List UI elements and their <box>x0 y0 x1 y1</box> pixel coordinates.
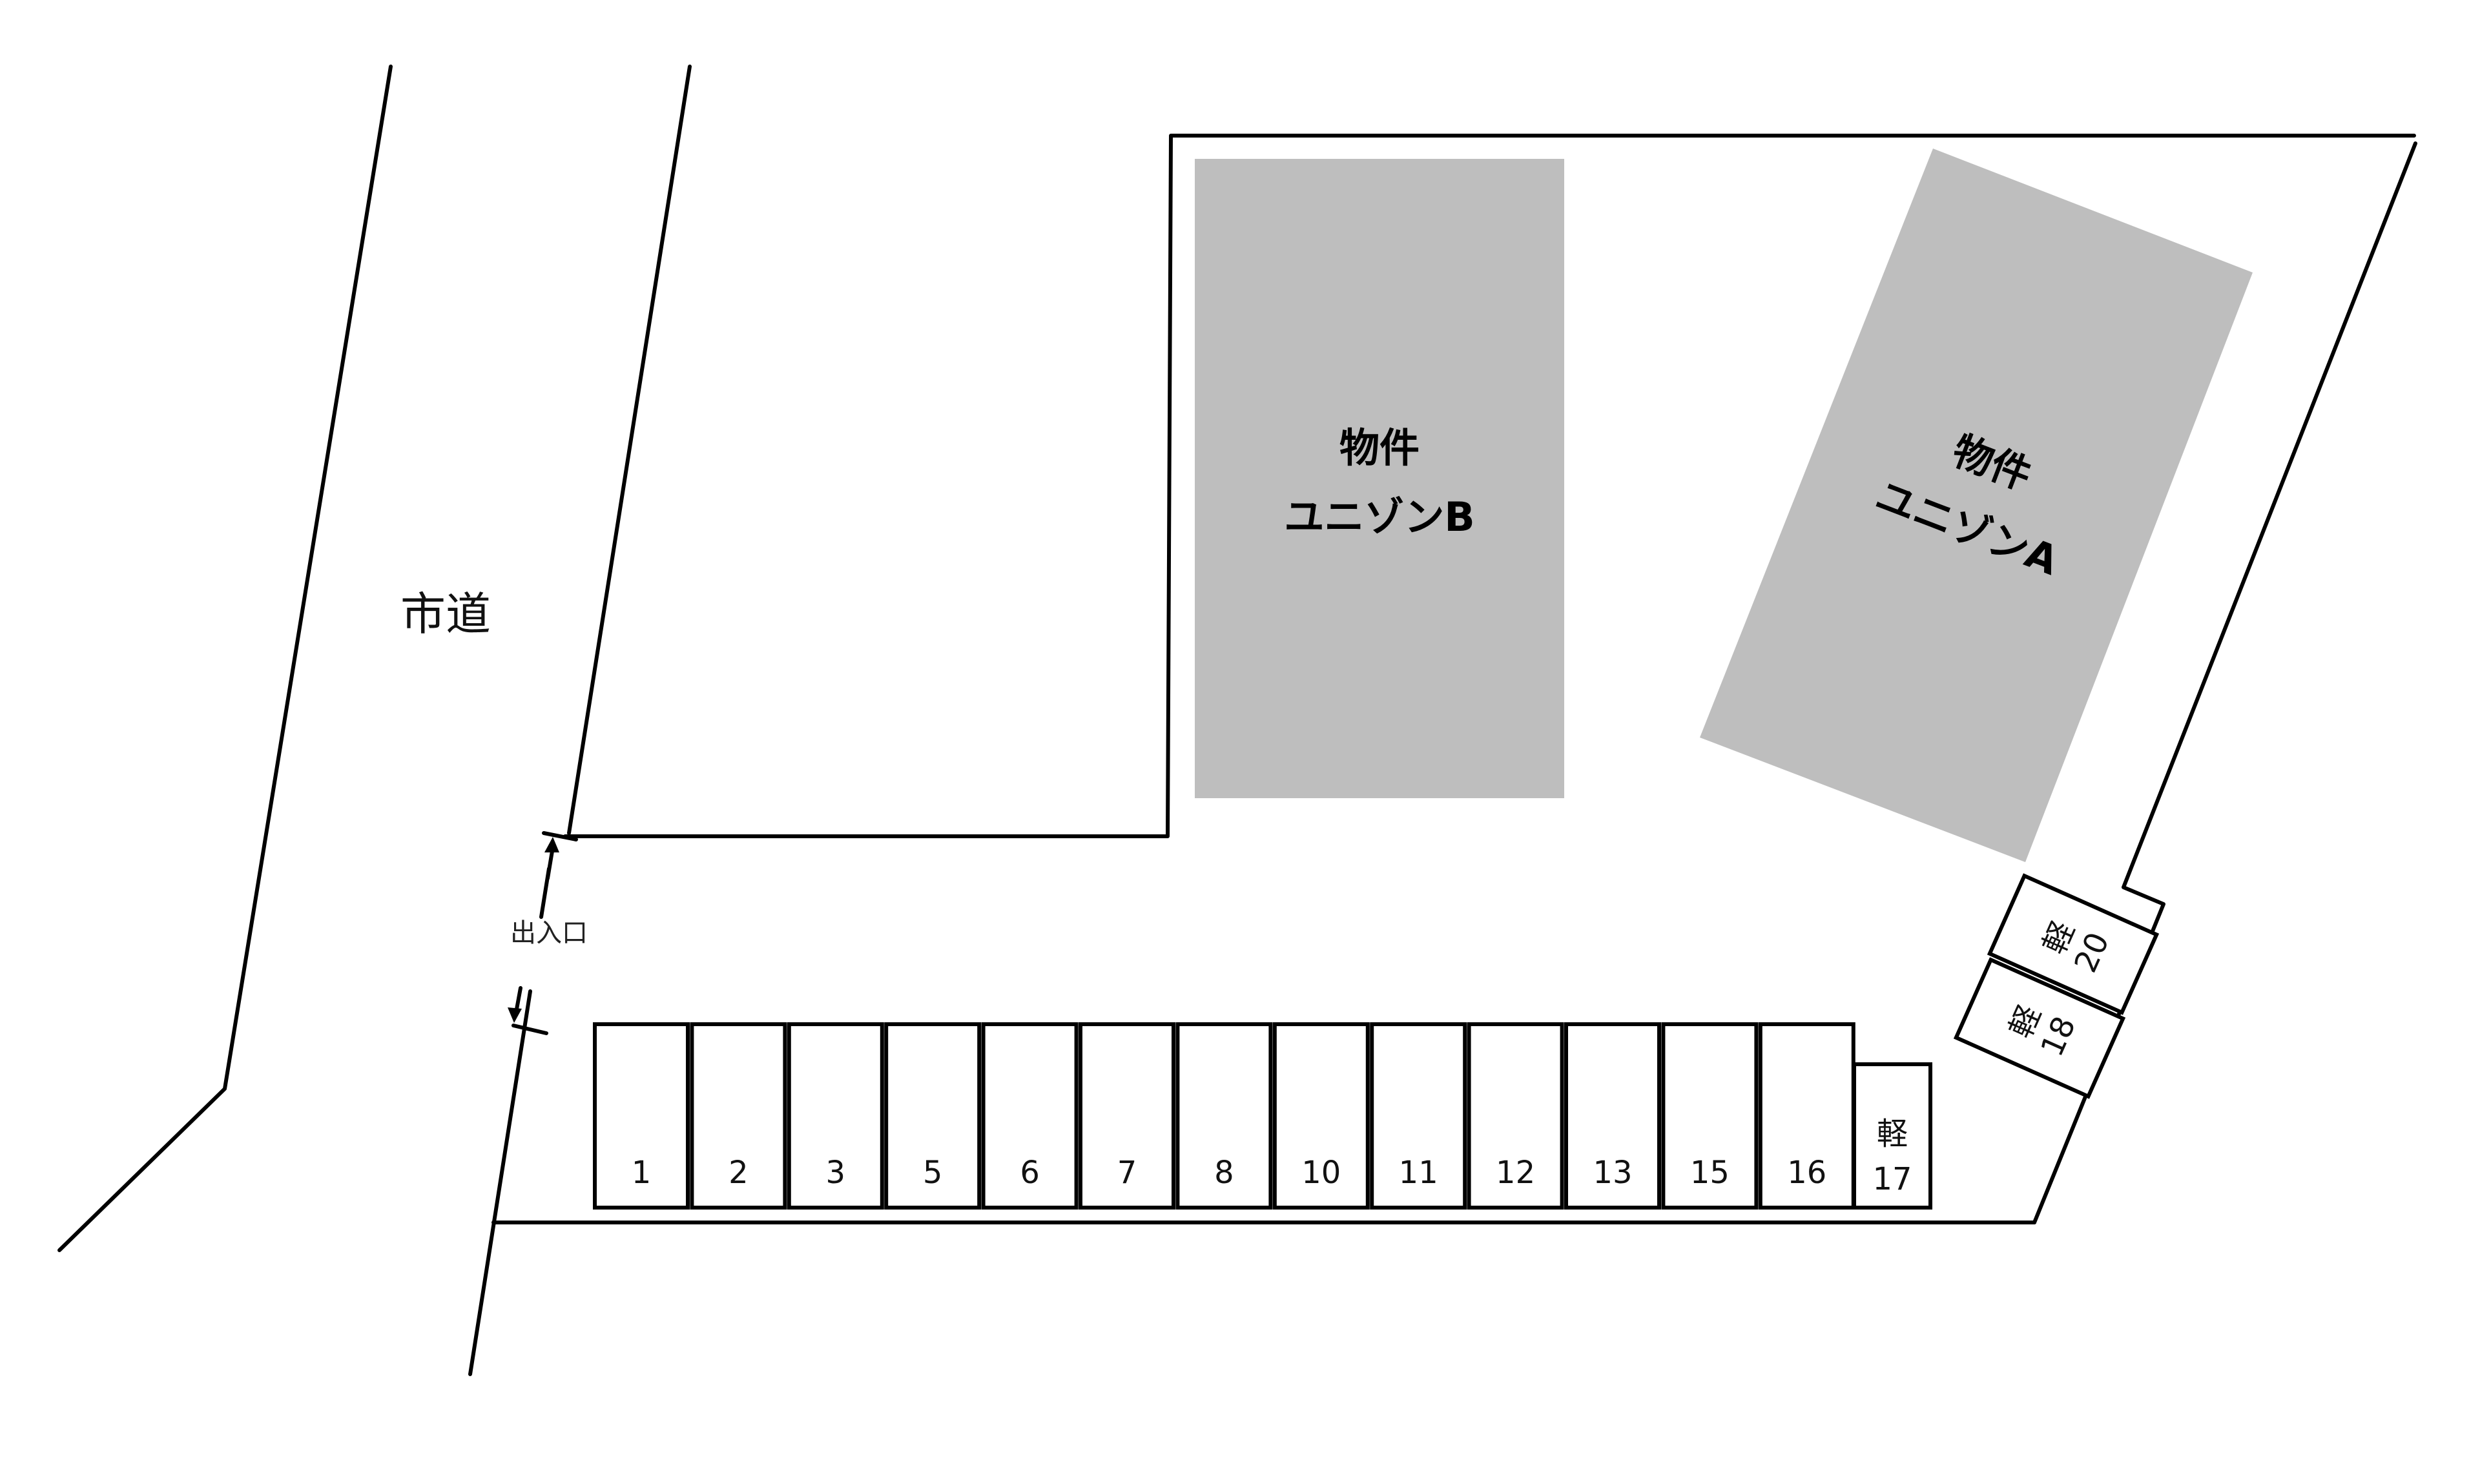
building-unizon-b: 物件 ユニゾンB <box>1195 159 1564 798</box>
parking-slot-12 <box>1467 1022 1564 1210</box>
parking-slot-3 <box>787 1022 884 1210</box>
slot-number-16: 16 <box>1787 1155 1826 1191</box>
parking-slot-15 <box>1661 1022 1759 1210</box>
building-b-label-line2: ユニゾンB <box>1284 493 1474 541</box>
parking-slot-11 <box>1370 1022 1467 1210</box>
slot-number-5: 5 <box>923 1155 943 1191</box>
slot-number-1: 1 <box>632 1155 652 1191</box>
slot-number-11: 11 <box>1399 1155 1438 1191</box>
slot-number-10: 10 <box>1301 1155 1341 1191</box>
kei-slot-17: 軽 17 <box>1852 1062 1932 1210</box>
road-label: 市道 <box>400 588 491 641</box>
building-a-footprint <box>1700 149 2253 862</box>
entrance-lower-tick <box>512 1024 548 1035</box>
building-b-label-line1: 物件 <box>1339 424 1420 471</box>
building-unizon-a: 物件 ユニゾンA <box>1700 149 2253 862</box>
kei-slot-20: 軽 20 <box>1987 873 2160 1015</box>
parking-slot-13 <box>1564 1022 1661 1210</box>
slot-number-8: 8 <box>1214 1155 1234 1191</box>
city-road: 市道 <box>57 65 692 1376</box>
parking-slot-2 <box>690 1022 787 1210</box>
parking-slot-5 <box>884 1022 982 1210</box>
slot-number-7: 7 <box>1117 1155 1137 1191</box>
road-east-edge-south <box>468 989 532 1376</box>
kei-label-17: 軽 <box>1877 1116 1908 1152</box>
kei-slot-18: 軽 18 <box>1953 957 2126 1099</box>
slot-number-15: 15 <box>1690 1155 1730 1191</box>
parking-slot-18 <box>1953 957 2126 1099</box>
parking-slot-6 <box>981 1022 1079 1210</box>
slot-number-12: 12 <box>1496 1155 1535 1191</box>
parking-slot-7 <box>1079 1022 1175 1210</box>
lot-boundary-north <box>563 134 2416 838</box>
parking-slot-1 <box>593 1022 690 1210</box>
road-east-edge-north <box>567 65 692 835</box>
parking-slot-8 <box>1175 1022 1273 1210</box>
slot-number-3: 3 <box>826 1155 846 1191</box>
parking-slot-17 <box>1852 1062 1932 1210</box>
slot-number-17: 17 <box>1872 1161 1912 1197</box>
slot-number-2: 2 <box>728 1155 749 1191</box>
entrance-in-arrow-icon <box>544 837 559 852</box>
entrance-out-arrow-icon <box>508 1007 522 1023</box>
parking-slot-10 <box>1272 1022 1370 1210</box>
entrance-upper-tick <box>542 831 578 841</box>
road-west-edge <box>57 65 393 1252</box>
building-b-footprint <box>1195 159 1564 798</box>
slot-number-6: 6 <box>1020 1155 1040 1191</box>
entrance-label: 出入口 <box>510 918 588 948</box>
parking-slot-20 <box>1987 873 2160 1015</box>
slot-number-13: 13 <box>1593 1155 1632 1191</box>
entrance: 出入口 <box>508 831 588 1035</box>
